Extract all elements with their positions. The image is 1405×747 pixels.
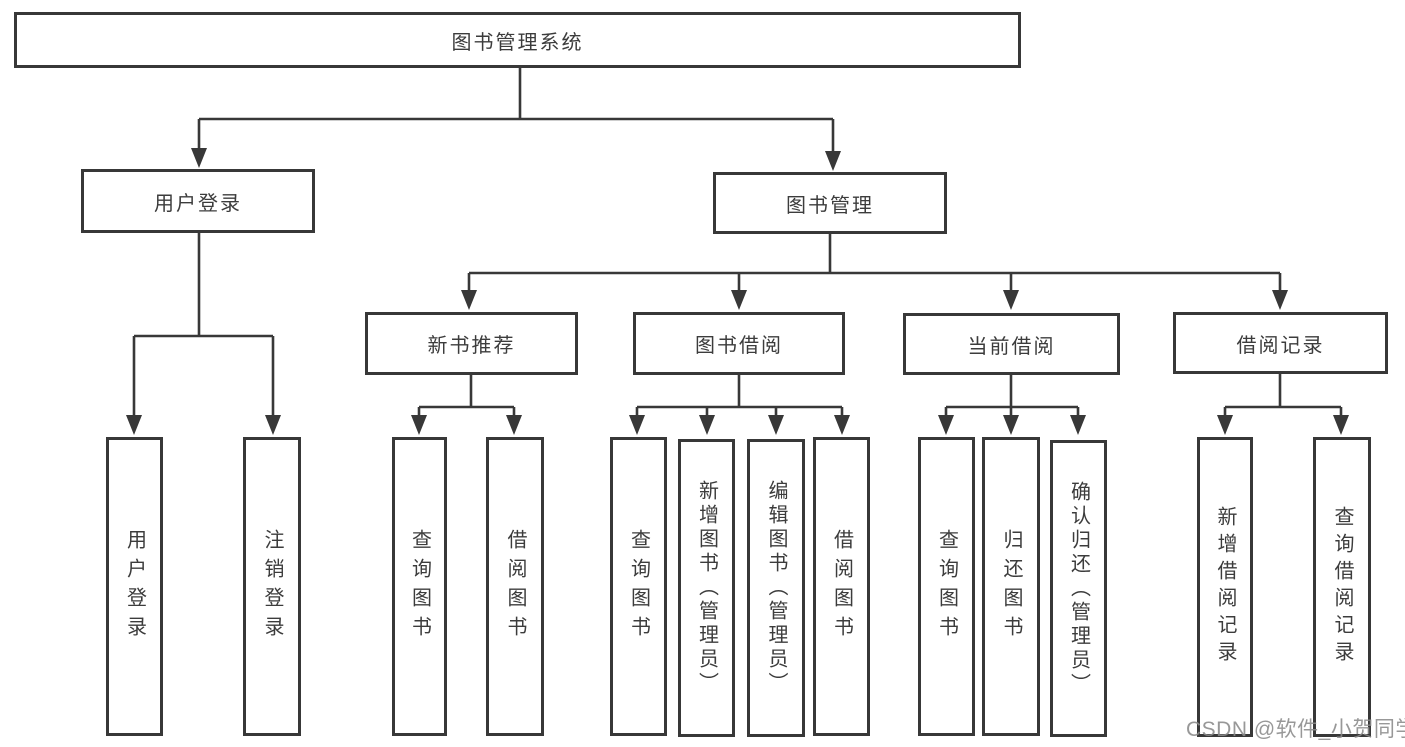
leaf-bb-edit-books: 编辑图书（管理员）	[747, 439, 805, 737]
leaf-bb-borrow-books-label: 借阅图书	[830, 528, 853, 645]
node-book-management: 图书管理	[713, 172, 947, 234]
leaf-bb-edit-books-label: 编辑图书（管理员）	[765, 480, 787, 696]
leaf-bb-query-books: 查询图书	[610, 437, 667, 736]
leaf-user-login: 用户登录	[106, 437, 163, 736]
node-user-login: 用户登录	[81, 169, 315, 233]
leaf-nbr-borrow-books: 借阅图书	[486, 437, 544, 736]
connector-borrowing-records-branch	[1217, 374, 1349, 435]
watermark: CSDN @软件_小贺同学	[1186, 718, 1405, 741]
connector-current-borrowing-branch	[938, 375, 1086, 435]
leaf-bb-add-books-label: 新增图书（管理员）	[695, 480, 718, 696]
connector-book-borrowing-branch	[629, 375, 850, 435]
leaf-logout-label: 注销登录	[261, 528, 283, 645]
leaf-cb-confirm-return: 确认归还（管理员）	[1050, 440, 1107, 737]
connector-new-book-recommend-branch	[411, 375, 522, 435]
leaf-bb-query-books-label: 查询图书	[627, 528, 650, 645]
leaf-bb-borrow-books: 借阅图书	[813, 437, 870, 736]
node-root: 图书管理系统	[14, 12, 1021, 68]
leaf-nbr-query-books: 查询图书	[392, 437, 447, 736]
leaf-br-add-record-label: 新增借阅记录	[1214, 506, 1236, 668]
node-book-borrowing: 图书借阅	[633, 312, 845, 375]
node-current-borrowing: 当前借阅	[903, 313, 1120, 375]
leaf-cb-return-books-label: 归还图书	[1000, 528, 1022, 645]
leaf-user-login-label: 用户登录	[123, 528, 146, 645]
leaf-br-query-record: 查询借阅记录	[1313, 437, 1371, 737]
leaf-bb-add-books: 新增图书（管理员）	[678, 439, 735, 737]
node-new-book-recommend: 新书推荐	[365, 312, 578, 375]
leaf-nbr-query-books-label: 查询图书	[408, 528, 431, 645]
leaf-br-add-record: 新增借阅记录	[1197, 437, 1253, 737]
leaf-cb-query-books-label: 查询图书	[935, 528, 958, 645]
leaf-cb-query-books: 查询图书	[918, 437, 975, 736]
connector-user-login-branch	[126, 233, 281, 435]
leaf-cb-return-books: 归还图书	[982, 437, 1040, 736]
leaf-logout: 注销登录	[243, 437, 301, 736]
connector-root-to-level2	[191, 68, 841, 171]
leaf-br-query-record-label: 查询借阅记录	[1331, 506, 1353, 668]
node-borrowing-records: 借阅记录	[1173, 312, 1388, 374]
leaf-nbr-borrow-books-label: 借阅图书	[504, 528, 526, 645]
connector-book-management-branch	[461, 234, 1288, 310]
leaf-cb-confirm-return-label: 确认归还（管理员）	[1067, 480, 1090, 697]
